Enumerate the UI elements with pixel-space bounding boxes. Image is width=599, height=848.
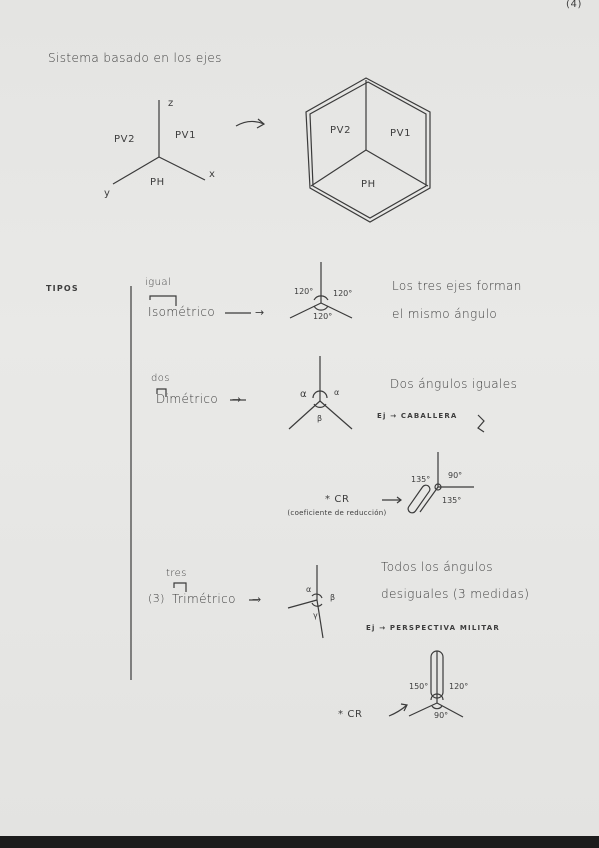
tri-angle-beta: β bbox=[330, 593, 336, 602]
cube-diagram bbox=[305, 77, 431, 223]
tri-angle-120: 120° bbox=[449, 682, 469, 691]
y-axis-line bbox=[112, 156, 160, 185]
dim-angle-beta: β bbox=[317, 414, 323, 423]
cube-pv1-label: PV1 bbox=[390, 128, 412, 139]
tipos-label: TIPOS bbox=[46, 284, 79, 293]
tri-example: Ej → PERSPECTIVA MILITAR bbox=[366, 624, 500, 632]
dim-description: Dos ángulos iguales bbox=[390, 377, 518, 391]
trimetric-name: Trimétrico bbox=[172, 592, 236, 606]
isometric-note: igual bbox=[145, 277, 172, 288]
tri-description-1: Todos los ángulos bbox=[381, 560, 493, 574]
tri-angle-gamma: γ bbox=[313, 611, 318, 620]
dim-angle-alpha-right: α bbox=[334, 388, 340, 397]
axes-ph-label: PH bbox=[150, 177, 165, 188]
table-edge bbox=[0, 836, 599, 848]
axes-y-label: y bbox=[104, 188, 111, 199]
cabinet-oblique-axes bbox=[407, 452, 474, 514]
axes-pv2-label: PV2 bbox=[114, 134, 136, 145]
cube-outline bbox=[305, 77, 431, 223]
tri-cr-label: * CR bbox=[338, 709, 363, 720]
dim-arrow: → bbox=[232, 393, 242, 406]
page-number: (4) bbox=[566, 0, 582, 10]
tri-angle-90: 90° bbox=[434, 711, 449, 720]
curved-arrow bbox=[235, 120, 265, 127]
dim-angle-90: 90° bbox=[448, 471, 463, 480]
trimetric-note: tres bbox=[166, 568, 187, 579]
isometric-axes bbox=[289, 262, 353, 319]
cube-ph-label: PH bbox=[361, 179, 376, 190]
dimetric-name: Dimétrico bbox=[156, 392, 219, 406]
trimetric-axes bbox=[287, 565, 324, 639]
tri-angle-150: 150° bbox=[409, 682, 429, 691]
axes-diagram bbox=[112, 100, 206, 185]
tri-description-2: desiguales (3 medidas) bbox=[381, 587, 530, 601]
dim-angle-135-a: 135° bbox=[411, 475, 431, 484]
axes-pv1-label: PV1 bbox=[175, 130, 197, 141]
trimetric-prefix: (3) bbox=[148, 592, 165, 605]
dim-angle-135-b: 135° bbox=[442, 496, 462, 505]
iso-arrow: → bbox=[255, 306, 265, 319]
iso-angle-right: 120° bbox=[333, 289, 353, 298]
dimetric-note: dos bbox=[151, 373, 170, 384]
dim-example: Ej → CABALLERA bbox=[377, 412, 458, 420]
dim-cr-label: * CR bbox=[325, 494, 350, 505]
axes-x-label: x bbox=[209, 169, 216, 180]
dim-angle-alpha-left: α bbox=[300, 389, 308, 400]
iso-description-2: el mismo ángulo bbox=[392, 307, 498, 321]
dim-cr-note: (coeficiente de reducción) bbox=[287, 509, 387, 517]
tri-arrow: → bbox=[252, 593, 262, 606]
x-axis-line bbox=[158, 156, 206, 181]
axes-z-label: z bbox=[168, 98, 174, 109]
military-perspective-axes bbox=[408, 650, 464, 718]
curved-arrow-head bbox=[256, 118, 266, 129]
iso-description-1: Los tres ejes forman bbox=[392, 279, 522, 293]
cube-pv2-label: PV2 bbox=[330, 125, 352, 136]
iso-angle-left: 120° bbox=[294, 287, 314, 296]
iso-angle-bottom: 120° bbox=[313, 312, 333, 321]
isometric-name: Isométrico bbox=[148, 305, 216, 319]
tri-angle-alpha: α bbox=[306, 585, 312, 594]
dimetric-axes bbox=[288, 356, 353, 430]
page-heading: Sistema basado en los ejes bbox=[48, 51, 222, 65]
